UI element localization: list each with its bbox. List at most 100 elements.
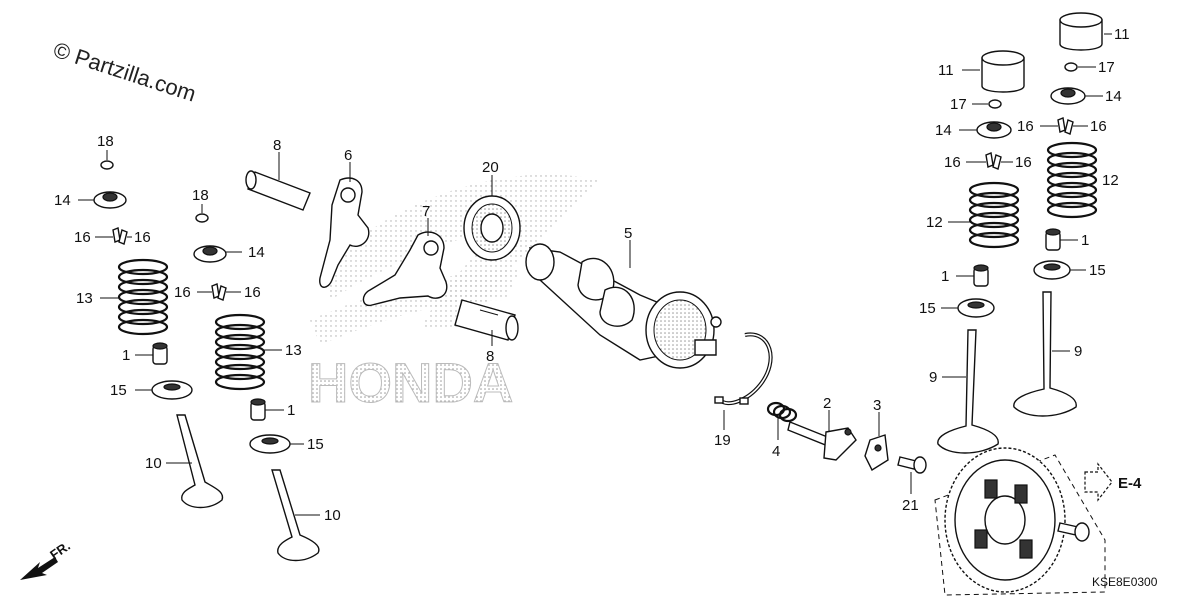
callout-19: 19	[714, 432, 731, 449]
callout-8: 8	[486, 348, 494, 365]
valve-assembly-left-b	[193, 204, 320, 562]
decompressor-weight-icon	[864, 434, 889, 472]
valve-assembly-right-d	[1013, 12, 1112, 417]
callout-11: 11	[938, 62, 954, 79]
spring-retainer-icon	[93, 191, 127, 209]
valve-spring-icon	[117, 258, 169, 336]
rocker-arm-a-icon	[319, 177, 370, 288]
honda-brand-text: HONDA	[308, 351, 513, 414]
valve-stem-seal-icon	[973, 264, 989, 287]
valve-spring-icon	[1046, 141, 1098, 219]
callout-15: 15	[110, 382, 127, 399]
valve-assembly-left-a	[78, 150, 224, 509]
callout-14: 14	[54, 192, 71, 209]
valve-lifter-icon	[1059, 12, 1103, 51]
callout-21: 21	[902, 497, 919, 514]
callout-20: 20	[482, 159, 499, 176]
callout-16: 16	[244, 284, 261, 301]
callout-17: 17	[950, 96, 967, 113]
callout-16: 16	[74, 229, 91, 246]
rocker-arm-shaft-lower-icon	[454, 299, 519, 341]
callout-13: 13	[76, 290, 93, 307]
valve-cotter-icon	[1057, 117, 1074, 135]
callout-9: 9	[1074, 343, 1082, 360]
camshaft-icon	[525, 243, 722, 369]
sprocket-bolt-icon	[1057, 522, 1090, 542]
callout-1: 1	[287, 402, 295, 419]
camshaft-bearing-icon	[463, 195, 521, 261]
intake-valve-icon	[937, 329, 999, 454]
callout-15: 15	[1089, 262, 1106, 279]
decompressor-shaft-icon	[787, 421, 857, 461]
reference-label: E-4	[1118, 475, 1142, 492]
callout-16: 16	[134, 229, 151, 246]
valve-stem-seal-icon	[250, 398, 266, 421]
callout-13: 13	[285, 342, 302, 359]
exhaust-valve-icon	[176, 414, 224, 509]
valve-cotter-icon	[211, 283, 227, 301]
spring-seat-icon	[957, 298, 995, 318]
rocker-arm-shaft-upper-icon	[245, 170, 311, 211]
callout-1: 1	[1081, 232, 1089, 249]
callout-2: 2	[823, 395, 831, 412]
valve-lifter-icon	[981, 50, 1025, 93]
circlip-icon	[714, 332, 773, 406]
spring-retainer-icon	[193, 245, 227, 263]
callout-labels: 18 14 16 16 13 1 15 10 18 14 16 16 13 1 …	[54, 26, 1130, 524]
callout-7: 7	[422, 203, 430, 220]
spring-retainer-icon	[976, 121, 1012, 139]
callout-15: 15	[307, 436, 324, 453]
callout-18: 18	[97, 133, 114, 150]
intake-valve-icon	[1013, 291, 1077, 417]
callout-16: 16	[174, 284, 191, 301]
callout-1: 1	[941, 268, 949, 285]
shim-icon	[988, 99, 1002, 109]
callout-9: 9	[929, 369, 937, 386]
callout-10: 10	[324, 507, 341, 524]
reference-arrow: E-4	[1084, 462, 1142, 502]
valve-stem-seal-icon	[1045, 228, 1061, 251]
decompressor-spring-icon	[766, 401, 798, 440]
callout-3: 3	[873, 397, 881, 414]
shim-icon	[1064, 62, 1078, 72]
spring-retainer-icon	[1050, 87, 1086, 105]
valve-stem-seal-icon	[152, 342, 168, 365]
valve-cotter-icon	[985, 152, 1002, 170]
callout-14: 14	[1105, 88, 1122, 105]
callout-12: 12	[926, 214, 943, 231]
callout-6: 6	[344, 147, 352, 164]
bolt-icon	[897, 456, 927, 474]
valve-spring-icon	[214, 313, 266, 391]
callout-18: 18	[192, 187, 209, 204]
front-direction-marker: FR.	[20, 538, 73, 580]
shim-icon	[100, 160, 114, 170]
callout-12: 12	[1102, 172, 1119, 189]
watermark-text: © Partzilla.com	[50, 37, 199, 107]
diagram-code: KSE8E0300	[1092, 575, 1158, 589]
callout-11: 11	[1114, 26, 1130, 43]
spring-seat-icon	[1033, 260, 1071, 280]
callout-4: 4	[772, 443, 780, 460]
callout-1: 1	[122, 347, 130, 364]
spring-seat-icon	[249, 434, 291, 454]
callout-16: 16	[1015, 154, 1032, 171]
callout-10: 10	[145, 455, 162, 472]
spring-seat-icon	[151, 380, 193, 400]
front-marker-text: FR.	[47, 538, 73, 562]
cam-sprocket-group	[934, 447, 1106, 596]
callout-16: 16	[1017, 118, 1034, 135]
callout-8: 8	[273, 137, 281, 154]
callout-5: 5	[624, 225, 632, 242]
valve-assembly-right-c	[937, 50, 1025, 454]
rocker-arm-b-icon	[362, 231, 448, 307]
callout-17: 17	[1098, 59, 1115, 76]
callout-16: 16	[1090, 118, 1107, 135]
exhaust-valve-icon	[271, 469, 320, 562]
valve-spring-icon	[968, 181, 1020, 249]
callout-14: 14	[935, 122, 952, 139]
honda-wing-logo: HONDA	[308, 174, 600, 415]
callout-16: 16	[944, 154, 961, 171]
callout-15: 15	[919, 300, 936, 317]
